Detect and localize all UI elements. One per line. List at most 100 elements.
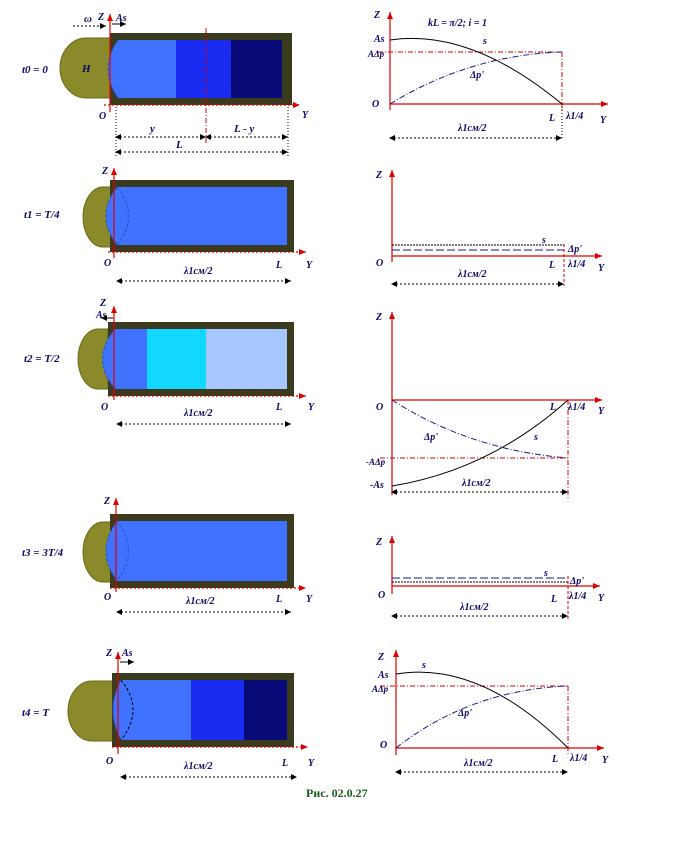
label-dp: Δp' [569, 576, 584, 587]
row-t0: t0 = 0 H Z Y O ω As y L - y L [22, 10, 608, 158]
label-dp: Δp' [469, 70, 484, 81]
curve-s [395, 671, 569, 749]
figure-caption: Рис. 02.0.27 [306, 786, 368, 800]
graph-t2: Z O -AΔp -As Δp' s L λ1/4 Y λ1см/2 [366, 312, 605, 500]
tube-section-2 [176, 40, 231, 98]
graph-t4: Z s As AΔp Δp' O L λ1/4 Y λ1см/2 [371, 650, 609, 775]
dim-label-L: L [175, 139, 183, 151]
label-lambda: λ1/4 [569, 753, 587, 764]
graph-y-label: Y [598, 263, 605, 274]
graph-t1: Z O s Δp' L λ1/4 Y λ1см/2 [375, 170, 605, 287]
piston [67, 680, 117, 742]
axis-y-label: Y [302, 110, 309, 121]
curve-dp [391, 399, 569, 459]
label-L: L [551, 754, 558, 765]
membrane [102, 328, 116, 390]
origin-label: O [106, 756, 113, 767]
tube-section-2 [191, 680, 244, 740]
dim-label: λ1см/2 [185, 596, 215, 607]
graph-z-label: Z [373, 10, 380, 21]
label-L: L [548, 113, 555, 124]
tube-section-3 [206, 329, 287, 389]
tube-section-1 [117, 521, 287, 581]
tube-section-3 [244, 680, 287, 740]
curve-dp [389, 51, 563, 105]
graph-z-label: Z [375, 537, 382, 548]
graph-dim-label: λ1см/2 [463, 758, 493, 769]
dim-label: λ1см/2 [183, 408, 213, 419]
row-t4: t4 = T Z As Y O L λ1см/2 Z s As AΔp [22, 648, 609, 780]
tube-section-1 [117, 187, 287, 245]
tube-section-2 [147, 329, 206, 389]
piston [77, 328, 109, 390]
axis-z-label: Z [97, 12, 104, 23]
graph-dim-label: λ1см/2 [459, 602, 489, 613]
axis-z-label: Z [105, 648, 112, 659]
graph-y-label: Y [598, 406, 605, 417]
label-dp: Δp' [423, 432, 438, 443]
tube-section-1 [118, 40, 176, 98]
graph-origin: O [376, 402, 383, 413]
graph-origin: O [378, 590, 385, 601]
graph-y-label: Y [602, 755, 609, 766]
label-dp: Δp' [457, 708, 472, 719]
piston-label-H: H [81, 63, 91, 75]
label-L: L [549, 402, 556, 413]
axis-z-label: Z [103, 496, 110, 507]
label-L: L [548, 260, 555, 271]
time-label-t1: t1 = T/4 [24, 209, 60, 221]
row-t3: t3 = 3T/4 Z Y O L λ1см/2 Z O s Δp' L λ1/… [22, 496, 605, 620]
piston [59, 37, 113, 99]
graph-origin: O [376, 258, 383, 269]
curve-s [391, 399, 569, 487]
origin-label: O [104, 592, 111, 603]
label-L: L [275, 260, 282, 271]
row-t2: t2 = T/2 Z As Y O L λ1см/2 Z O -AΔp -As … [24, 298, 605, 500]
label-as: As [373, 34, 385, 45]
curve-s [389, 37, 563, 105]
axis-z-label: Z [101, 166, 108, 177]
time-label-t3: t3 = 3T/4 [22, 547, 64, 559]
label-s: s [421, 660, 426, 671]
graph-dim-label: λ1см/2 [461, 478, 491, 489]
axis-y-label: Y [306, 594, 313, 605]
graph-y-label: Y [598, 593, 605, 604]
dim-label-l-minus-y: L - y [233, 123, 254, 135]
label-adp: AΔp [367, 49, 385, 59]
curve-dp [395, 685, 569, 749]
axis-y-label: Y [306, 260, 313, 271]
legend-params: kL = π/2; i = 1 [428, 18, 487, 29]
row-t1: t1 = T/4 Z Y O L λ1см/2 Z O s Δp' L λ1/4… [24, 166, 605, 287]
label-as: As [377, 670, 389, 681]
graph-origin: O [372, 99, 379, 110]
time-label-t2: t2 = T/2 [24, 353, 60, 365]
tube-section-1 [115, 329, 147, 389]
label-adp: AΔp [371, 684, 389, 694]
label-L: L [550, 594, 557, 605]
time-label-t4: t4 = T [22, 707, 50, 719]
label-L: L [275, 402, 282, 413]
graph-y-label: Y [600, 115, 607, 126]
membrane [105, 520, 118, 582]
dim-label: λ1см/2 [183, 761, 213, 772]
omega-label: ω [84, 13, 92, 25]
graph-dim-label: λ1см/2 [457, 123, 487, 134]
amp-label: As [121, 648, 133, 659]
label-neg-as: -As [370, 480, 384, 491]
graph-z-label: Z [375, 312, 382, 323]
graph-t3: Z O s Δp' L λ1/4 Y λ1см/2 [375, 536, 605, 620]
origin-label: O [99, 111, 106, 122]
label-s: s [541, 235, 546, 246]
origin-label: O [101, 402, 108, 413]
dim-label: λ1см/2 [183, 266, 213, 277]
label-s: s [482, 36, 487, 47]
label-neg-adp: -AΔp [366, 457, 386, 467]
time-label-t0: t0 = 0 [22, 64, 48, 76]
tube-section-3 [231, 40, 285, 98]
origin-label: O [104, 258, 111, 269]
label-s: s [543, 568, 548, 579]
label-dp: Δp' [567, 244, 582, 255]
graph-dim-label: λ1см/2 [457, 269, 487, 280]
amp-label: As [95, 310, 107, 321]
